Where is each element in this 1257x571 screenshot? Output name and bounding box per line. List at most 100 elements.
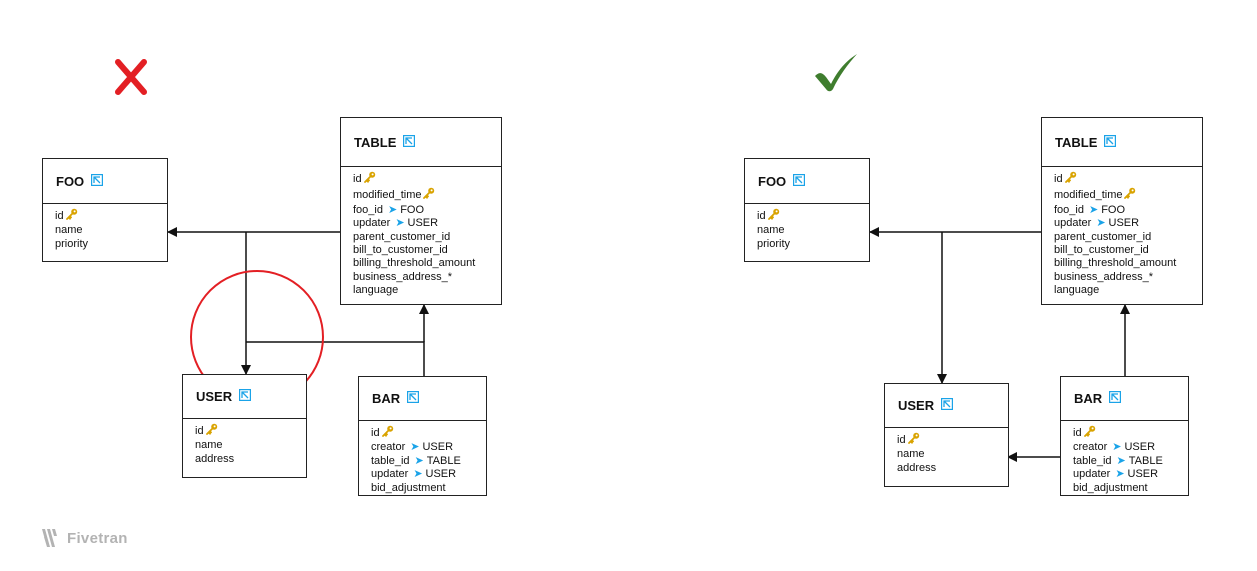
open-link-icon[interactable]	[793, 173, 806, 189]
entity-header[interactable]: BAR	[359, 377, 486, 421]
foreign-key-arrow-icon: ➤	[387, 203, 398, 216]
foreign-key-arrow-icon: ➤	[414, 454, 424, 467]
field-name: language	[1054, 284, 1100, 297]
field-row: name	[55, 224, 167, 237]
field-row: priority	[55, 238, 167, 251]
fivetran-logo: Fivetran	[40, 528, 128, 548]
field-reference: USER	[425, 468, 457, 481]
foreign-key-arrow-icon: ➤	[1115, 468, 1125, 481]
field-name: id	[55, 209, 64, 222]
field-name: updater	[371, 468, 409, 481]
field-name: name	[55, 224, 83, 237]
field-row: name	[757, 224, 869, 237]
field-row: foo_id➤FOO	[353, 204, 501, 217]
primary-key-icon	[363, 171, 376, 187]
field-row: bid_adjustment	[1073, 482, 1188, 495]
field-name: parent_customer_id	[353, 230, 451, 243]
field-reference: FOO	[400, 203, 425, 216]
primary-key-icon	[381, 425, 394, 441]
open-link-icon[interactable]	[91, 173, 104, 189]
field-reference: USER	[1127, 468, 1159, 481]
field-name: bill_to_customer_id	[353, 244, 448, 257]
field-name: table_id	[371, 454, 410, 467]
field-row: table_id➤TABLE	[1073, 455, 1188, 468]
field-name: id	[897, 433, 906, 446]
field-row: id	[1054, 171, 1202, 187]
field-row: business_address_*	[1054, 271, 1202, 284]
field-row: id	[757, 208, 869, 224]
field-row: billing_threshold_amount	[1054, 257, 1202, 270]
field-reference: FOO	[1101, 203, 1126, 216]
field-name: business_address_*	[1054, 270, 1154, 283]
field-name: business_address_*	[353, 270, 453, 283]
entity-name: BAR	[1074, 391, 1103, 406]
entity-header[interactable]: TABLE	[1042, 118, 1202, 167]
field-row: business_address_*	[353, 271, 501, 284]
logo-text: Fivetran	[67, 529, 128, 547]
open-link-icon[interactable]	[403, 134, 416, 150]
field-row: updater➤USER	[371, 468, 486, 481]
entity-header[interactable]: BAR	[1061, 377, 1188, 421]
check-mark	[815, 54, 857, 92]
open-link-icon[interactable]	[239, 389, 252, 404]
field-name: id	[353, 172, 362, 185]
entity-header[interactable]: FOO	[43, 159, 167, 204]
field-row: updater➤USER	[1054, 217, 1202, 230]
field-name: bid_adjustment	[1073, 481, 1148, 494]
field-name: creator	[371, 441, 406, 454]
field-name: name	[195, 439, 223, 452]
primary-key-icon	[205, 423, 218, 439]
primary-key-icon	[1064, 171, 1077, 187]
primary-key-icon	[907, 432, 920, 448]
entity-header[interactable]: TABLE	[341, 118, 501, 167]
entity-name: FOO	[758, 173, 787, 189]
field-row: language	[1054, 284, 1202, 297]
field-name: updater	[353, 217, 391, 230]
field-row: address	[897, 462, 1008, 475]
field-row: creator➤USER	[1073, 441, 1188, 454]
field-row: name	[195, 439, 306, 452]
primary-key-icon	[1083, 425, 1096, 441]
primary-key-icon	[423, 187, 435, 203]
field-name: address	[897, 461, 937, 474]
field-name: billing_threshold_amount	[1054, 257, 1177, 270]
field-reference: TABLE	[1128, 454, 1163, 467]
field-name: parent_customer_id	[1054, 230, 1152, 243]
field-name: priority	[757, 237, 791, 250]
entity-name: BAR	[372, 391, 401, 406]
field-name: id	[1054, 172, 1063, 185]
field-row: priority	[757, 238, 869, 251]
open-link-icon[interactable]	[941, 398, 954, 413]
field-row: bid_adjustment	[371, 482, 486, 495]
foreign-key-arrow-icon: ➤	[1112, 441, 1122, 454]
entity-header[interactable]: USER	[885, 384, 1008, 428]
field-reference: USER	[422, 441, 454, 454]
field-name: id	[371, 426, 380, 439]
field-row: address	[195, 453, 306, 466]
primary-key-icon	[1124, 187, 1136, 203]
open-link-icon[interactable]	[1104, 134, 1117, 150]
entity-header[interactable]: FOO	[745, 159, 869, 204]
open-link-icon[interactable]	[1109, 391, 1122, 406]
wrong-mark	[115, 59, 147, 95]
foreign-key-arrow-icon: ➤	[1096, 217, 1106, 230]
open-link-icon[interactable]	[407, 391, 420, 406]
field-row: id	[55, 208, 167, 224]
entity-header[interactable]: USER	[183, 375, 306, 419]
field-name: language	[353, 284, 399, 297]
field-row: id	[195, 423, 306, 439]
